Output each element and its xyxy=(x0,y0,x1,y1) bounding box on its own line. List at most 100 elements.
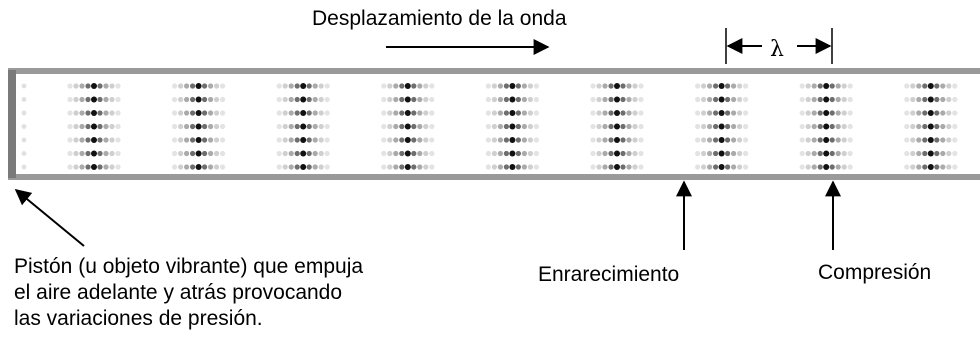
air-particle xyxy=(172,123,178,130)
air-particle xyxy=(387,123,393,130)
air-particle xyxy=(393,96,399,103)
air-particle xyxy=(97,110,103,116)
air-particle xyxy=(626,110,632,116)
air-particle xyxy=(811,137,817,143)
air-particle xyxy=(817,96,823,103)
air-particle xyxy=(608,123,614,130)
air-particle xyxy=(841,96,847,103)
air-particle xyxy=(614,110,620,116)
air-particle xyxy=(214,123,220,130)
air-particle xyxy=(503,164,509,170)
air-particle xyxy=(521,150,528,157)
air-particle xyxy=(940,150,946,157)
air-particle xyxy=(922,123,928,130)
air-particle xyxy=(172,96,178,103)
air-particle xyxy=(399,83,405,89)
air-particle xyxy=(393,137,399,143)
air-particle xyxy=(590,96,596,103)
air-particle xyxy=(208,83,214,89)
air-particle xyxy=(91,83,97,89)
air-particle xyxy=(608,110,614,116)
air-particle xyxy=(282,96,288,103)
air-particle xyxy=(590,150,596,157)
air-particle xyxy=(178,123,184,130)
air-particle xyxy=(288,110,294,116)
air-particle xyxy=(614,137,620,143)
air-particle xyxy=(707,123,713,130)
air-particle xyxy=(695,83,701,89)
air-particle xyxy=(695,123,701,130)
air-particle xyxy=(103,123,109,130)
air-particle xyxy=(73,83,79,89)
air-particle xyxy=(190,110,196,116)
air-particle xyxy=(509,96,516,103)
air-particle xyxy=(509,164,516,170)
air-particle xyxy=(835,96,841,103)
air-particle xyxy=(638,164,644,170)
air-particle xyxy=(614,164,620,170)
air-particle xyxy=(509,123,516,130)
air-particle xyxy=(485,164,491,170)
air-particle xyxy=(922,137,928,143)
air-particle xyxy=(620,83,626,89)
air-particle xyxy=(190,123,196,130)
air-particle xyxy=(393,164,399,170)
air-particle xyxy=(91,110,97,116)
air-particle xyxy=(404,83,411,89)
air-particle xyxy=(533,137,540,143)
air-particle xyxy=(596,123,602,130)
air-particle xyxy=(823,123,830,130)
air-particle xyxy=(805,96,811,103)
air-particle xyxy=(835,137,841,143)
air-particle xyxy=(109,83,115,89)
air-particle xyxy=(288,123,294,130)
air-particle xyxy=(713,137,719,143)
air-particle xyxy=(602,150,608,157)
air-particle xyxy=(109,137,115,143)
air-particle xyxy=(946,137,952,143)
air-particle xyxy=(817,150,823,157)
air-particle xyxy=(638,83,644,89)
air-particle xyxy=(817,110,823,116)
air-particle xyxy=(829,96,835,103)
air-particle xyxy=(743,96,749,103)
air-particle xyxy=(404,96,411,103)
air-particle xyxy=(811,96,817,103)
air-particle xyxy=(638,123,644,130)
air-particle xyxy=(300,164,307,170)
air-particle xyxy=(381,150,387,157)
air-particle xyxy=(109,164,115,170)
air-particle xyxy=(172,83,178,89)
air-particle xyxy=(811,123,817,130)
piston-caption-line-3: las variaciones de presión. xyxy=(14,307,263,330)
air-particle xyxy=(79,96,85,103)
air-particle xyxy=(847,164,853,170)
air-particle xyxy=(527,96,534,103)
air-particle xyxy=(294,137,300,143)
air-particle xyxy=(399,164,405,170)
air-particle xyxy=(318,110,324,116)
air-particle xyxy=(429,150,435,157)
air-particle xyxy=(202,83,208,89)
air-particle xyxy=(324,96,330,103)
air-particle xyxy=(713,83,719,89)
air-particle xyxy=(701,83,707,89)
air-particle xyxy=(208,164,214,170)
air-particle xyxy=(509,137,516,143)
air-particle xyxy=(934,164,940,170)
air-particle xyxy=(115,164,121,170)
air-particle xyxy=(527,164,534,170)
air-particle xyxy=(725,137,731,143)
air-particle xyxy=(282,83,288,89)
air-particle xyxy=(927,96,934,103)
air-particle xyxy=(503,110,509,116)
air-particle xyxy=(85,150,91,157)
air-particle xyxy=(21,137,27,143)
air-particle xyxy=(312,164,318,170)
air-particle xyxy=(485,96,491,103)
air-particle xyxy=(202,137,208,143)
air-particle xyxy=(103,110,109,116)
air-particle xyxy=(847,83,853,89)
air-particle xyxy=(614,123,620,130)
air-particle xyxy=(429,96,435,103)
